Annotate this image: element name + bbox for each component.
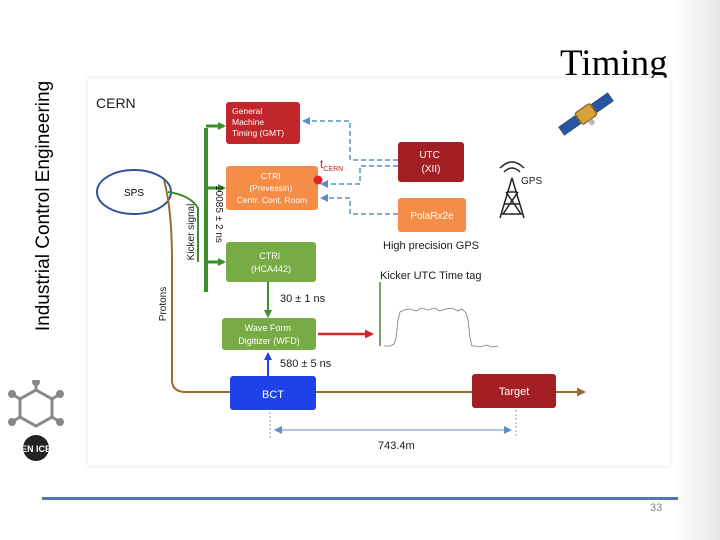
- wfd-line-2: Digitizer (WFD): [238, 336, 300, 346]
- slide-edge-shadow: [674, 0, 720, 540]
- t-cern-label: tCERN: [320, 157, 343, 173]
- bct-box: [230, 376, 316, 410]
- ctri-hca442-line-2: (HCA442): [251, 264, 291, 274]
- utc-to-ctri-dashed: [320, 165, 398, 188]
- t-cern-marker: [313, 175, 323, 185]
- logo-text: EN ICE: [21, 444, 51, 454]
- target-box: [472, 374, 556, 408]
- logo-molecule-icon: [8, 380, 64, 428]
- ctri-prevessin-line-1: CTRI: [261, 171, 281, 181]
- kicker-time-tag-label: Kicker UTC Time tag: [380, 270, 481, 282]
- ctri-prevessin-line-2: (Prevessin): [249, 183, 292, 193]
- polarx2e-box: [398, 198, 466, 232]
- protons-line: [163, 179, 586, 397]
- high-precision-gps-label: High precision GPS: [383, 240, 479, 252]
- gps-label: GPS: [521, 176, 542, 187]
- utc-line-2: (XII): [422, 164, 441, 175]
- satellite-icon: [558, 92, 614, 136]
- kicker-signal-line: [167, 191, 199, 262]
- en-ice-logo: EN ICE: [8, 380, 64, 461]
- logo-en-badge: [23, 435, 49, 461]
- ctri-hca442-label: CTRI (HCA442): [251, 251, 291, 274]
- ctri-hca442-line-1: CTRI: [259, 251, 280, 261]
- target-label: Target: [499, 386, 530, 398]
- waveform-trace: [384, 307, 499, 348]
- ctri-hca442-box: [226, 242, 316, 282]
- diagram-panel: [88, 78, 670, 466]
- distance-label: 743.4m: [378, 440, 415, 452]
- ctri-prevessin-line-3: Centr. Cont. Room: [237, 195, 307, 205]
- wfd-line-1: Wave Form: [245, 323, 291, 333]
- kicker-signal-label: Kicker signal: [186, 204, 197, 261]
- delay-bct-wfd-label: 580 ± 5 ns: [280, 358, 332, 370]
- polarx-to-ctri-dashed: [320, 194, 398, 215]
- page-number: 33: [650, 502, 663, 514]
- gmt-line-3: Timing (GMT): [232, 128, 284, 138]
- gps-antenna-icon: [499, 161, 525, 219]
- utc-to-gmt-dashed: [302, 117, 398, 161]
- delay-gmt-ctri-label: 10085 ± 2 ns: [213, 185, 224, 243]
- gmt-label: General Machine Timing (GMT): [232, 106, 284, 138]
- delay-ctri-wfd-label: 30 ± 1 ns: [280, 293, 326, 305]
- utc-label: UTC (XII): [419, 150, 442, 175]
- gmt-line-2: Machine: [232, 117, 264, 127]
- utc-box: [398, 142, 464, 182]
- polarx2e-label: PolaRx2e: [410, 211, 454, 222]
- utc-line-1: UTC: [419, 150, 440, 161]
- slide-title: Timing: [560, 43, 668, 84]
- sps-label: SPS: [124, 188, 144, 199]
- gmt-line-1: General: [232, 106, 262, 116]
- protons-label: Protons: [158, 287, 169, 321]
- cern-label: CERN: [96, 95, 136, 111]
- wfd-label: Wave Form Digitizer (WFD): [238, 323, 300, 346]
- gmt-box: [226, 102, 300, 144]
- wfd-box: [222, 318, 316, 350]
- ctri-prevessin-label: CTRI (Prevessin) Centr. Cont. Room: [237, 171, 307, 205]
- bct-label: BCT: [262, 389, 284, 401]
- footer-rule: [42, 497, 678, 500]
- ctri-prevessin-box: [226, 166, 318, 210]
